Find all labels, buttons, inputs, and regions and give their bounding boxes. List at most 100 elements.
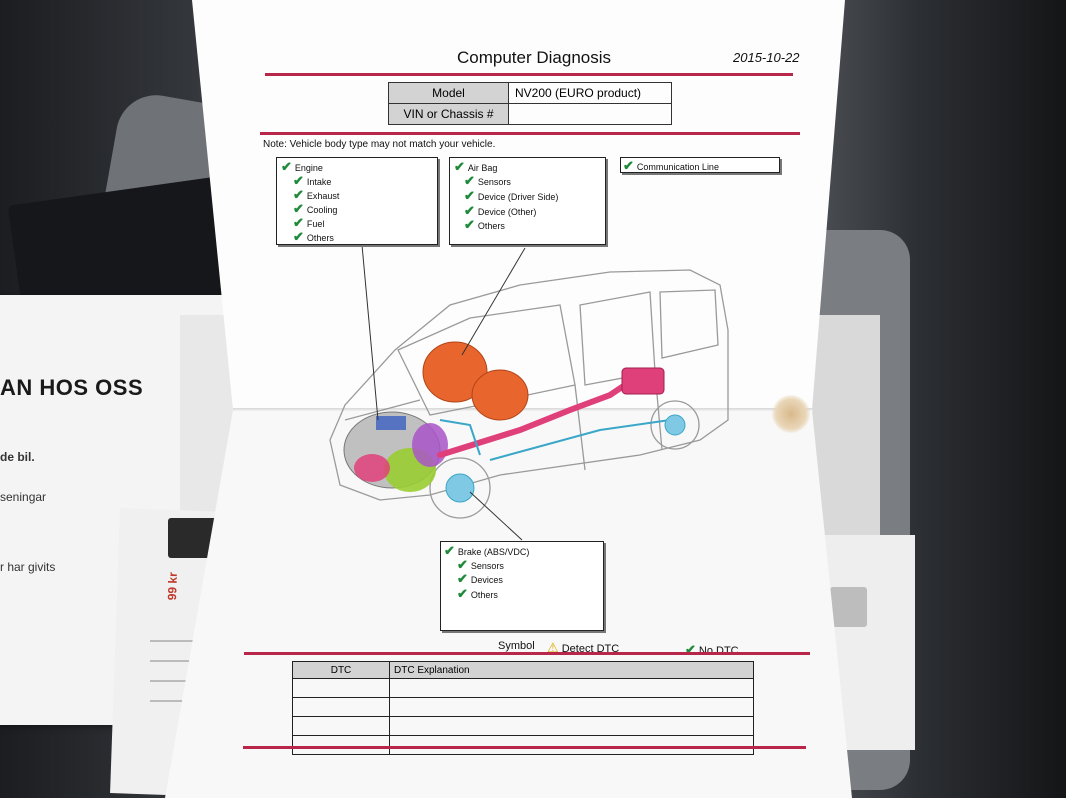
legend-label: No DTC <box>698 645 739 657</box>
panel-title: Communication Line <box>636 162 719 172</box>
engine-components <box>343 411 448 492</box>
checkmark-icon: ✔ <box>293 201 304 216</box>
checkmark-icon: ✔ <box>444 543 455 558</box>
rear-brake-disc <box>664 414 686 436</box>
dtc-cell <box>292 697 390 717</box>
item-label: Others <box>477 221 505 231</box>
exhaust-muffler <box>621 367 665 395</box>
red-divider <box>260 132 800 135</box>
flyer-text-line <box>150 640 210 642</box>
dtc-column-header: DTC <box>292 661 390 679</box>
front-brake-disc <box>445 473 475 503</box>
brochure-text-2: seningar <box>0 490 47 504</box>
brake-lines <box>439 419 671 461</box>
checkmark-icon: ✔ <box>293 173 304 188</box>
folder-gray-tab <box>830 587 867 627</box>
table-header: DTC DTC Explanation <box>292 661 754 679</box>
checkmark-icon: ✔ <box>464 203 475 218</box>
flyer-text-line <box>150 700 210 702</box>
item-label: Devices <box>470 575 503 585</box>
checkmark-icon: ✔ <box>454 159 465 174</box>
checkmark-icon: ✔ <box>457 586 468 601</box>
item-label: Sensors <box>477 177 511 187</box>
airbags <box>422 341 529 421</box>
checkmark-icon: ✔ <box>457 571 468 586</box>
brochure-text-3: r har givits <box>0 560 56 574</box>
brake-panel: ✔Brake (ABS/VDC) ✔Sensors ✔Devices ✔Othe… <box>440 541 604 631</box>
brake-title: ✔Brake (ABS/VDC) <box>444 543 529 559</box>
airbag-item: ✔Sensors <box>464 173 511 189</box>
dtc-cell <box>389 697 754 717</box>
communication-line-panel: ✔Communication Line <box>620 157 780 173</box>
dtc-cell <box>292 735 390 755</box>
engine-panel: ✔Engine ✔Intake ✔Exhaust ✔Cooling ✔Fuel … <box>276 157 438 245</box>
brake-item: ✔Sensors <box>457 557 504 573</box>
dtc-cell <box>292 678 390 698</box>
info-label: VIN or Chassis # <box>388 103 509 125</box>
brake-item: ✔Others <box>457 586 498 602</box>
brake-item: ✔Devices <box>457 571 503 587</box>
paper-stain <box>772 395 810 433</box>
airbag-item: ✔Device (Other) <box>464 203 536 219</box>
airbag-item: ✔Others <box>464 217 505 233</box>
engine-item: ✔Others <box>293 229 334 245</box>
checkmark-icon: ✔ <box>293 215 304 230</box>
engine-title: ✔Engine <box>281 159 323 175</box>
engine-item: ✔Fuel <box>293 215 324 231</box>
panel-title: Engine <box>294 163 323 173</box>
item-label: Device (Driver Side) <box>477 192 559 202</box>
checkmark-icon: ✔ <box>293 187 304 202</box>
brochure-text-1: de bil. <box>0 450 35 464</box>
dtc-cell <box>292 716 390 736</box>
item-label: Cooling <box>306 205 338 215</box>
checkmark-icon: ✔ <box>464 217 475 232</box>
vehicle-info-table: Model NV200 (EURO product) VIN or Chassi… <box>388 82 672 125</box>
dtc-cell <box>389 678 754 698</box>
flyer-text-line <box>150 680 210 682</box>
dtc-cell <box>389 735 754 755</box>
info-label: Model <box>388 82 509 104</box>
engine-item: ✔Cooling <box>293 201 337 217</box>
dtc-cell <box>389 716 754 736</box>
item-label: Device (Other) <box>477 207 537 217</box>
dtc-table: DTC DTC Explanation <box>292 661 754 755</box>
engine-item: ✔Exhaust <box>293 187 339 203</box>
warning-icon: ⚠ <box>547 640 559 655</box>
panel-title: Brake (ABS/VDC) <box>457 547 530 557</box>
airbag-panel: ✔Air Bag ✔Sensors ✔Device (Driver Side) … <box>449 157 606 245</box>
table-row: VIN or Chassis # <box>388 103 672 125</box>
checkmark-icon: ✔ <box>281 159 292 174</box>
checkmark-icon: ✔ <box>685 642 696 657</box>
no-dtc-legend: ✔No DTC <box>685 642 739 658</box>
table-row <box>292 735 754 755</box>
checkmark-icon: ✔ <box>464 188 475 203</box>
panel-title: Air Bag <box>467 163 498 173</box>
red-divider <box>243 746 806 749</box>
table-row: Model NV200 (EURO product) <box>388 82 672 104</box>
checkmark-icon: ✔ <box>623 158 634 173</box>
symbol-label: Symbol <box>498 640 535 652</box>
exhaust-system <box>437 380 631 458</box>
dtc-explanation-header: DTC Explanation <box>389 661 754 679</box>
sheet-date: 2015-10-22 <box>733 50 800 65</box>
checkmark-icon: ✔ <box>457 557 468 572</box>
checkmark-icon: ✔ <box>464 173 475 188</box>
info-value <box>508 103 672 125</box>
engine-item: ✔Intake <box>293 173 331 189</box>
checkmark-icon: ✔ <box>293 229 304 244</box>
body-type-note: Note: Vehicle body type may not match yo… <box>263 139 496 150</box>
flyer-text-line <box>150 660 210 662</box>
airbag-item: ✔Device (Driver Side) <box>464 188 558 204</box>
red-divider <box>244 652 810 655</box>
sheet-title: Computer Diagnosis <box>457 48 612 67</box>
table-row <box>292 697 754 717</box>
item-label: Fuel <box>306 219 325 229</box>
callout-lines <box>361 244 526 541</box>
item-label: Exhaust <box>306 191 340 201</box>
communication-title: ✔Communication Line <box>623 158 719 174</box>
airbag-title: ✔Air Bag <box>454 159 497 175</box>
item-label: Others <box>470 590 498 600</box>
table-row <box>292 716 754 736</box>
item-label: Intake <box>306 177 332 187</box>
